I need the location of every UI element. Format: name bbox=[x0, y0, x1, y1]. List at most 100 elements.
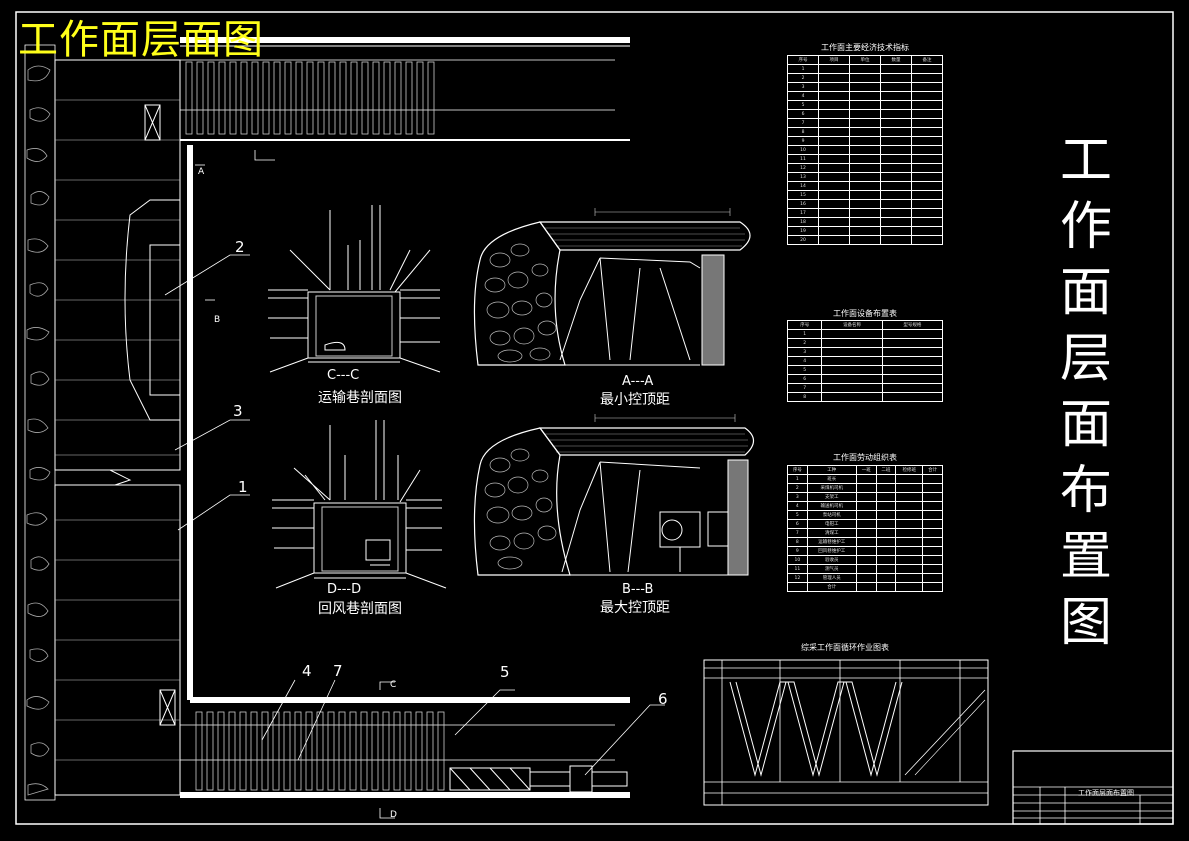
table-cell: 合计 bbox=[806, 582, 857, 592]
table-cell bbox=[911, 190, 943, 200]
table-cell: 管理人员 bbox=[806, 573, 857, 583]
table-cell: 12 bbox=[787, 163, 819, 173]
haulage-cut-label: C---C bbox=[327, 368, 360, 383]
table-cell bbox=[895, 510, 924, 520]
table-cell bbox=[922, 555, 943, 565]
cycle-chart-title: 综采工作面循环作业图表 bbox=[801, 643, 889, 652]
prop bbox=[350, 61, 358, 135]
prop bbox=[383, 61, 391, 135]
marker-a: A bbox=[198, 167, 205, 177]
table-header-cell: 一班 bbox=[855, 465, 877, 475]
table-row: 16 bbox=[787, 199, 943, 209]
table-cell bbox=[880, 136, 912, 146]
table-row: 9 bbox=[787, 136, 943, 146]
table-cell bbox=[881, 338, 944, 348]
table-cell: 17 bbox=[787, 208, 819, 218]
table-cell bbox=[849, 91, 881, 101]
table-header-cell: 合计 bbox=[922, 465, 943, 475]
table-cell bbox=[855, 537, 877, 547]
table-cell: 输送机司机 bbox=[806, 501, 857, 511]
table-cell bbox=[881, 383, 944, 393]
prop bbox=[306, 61, 314, 135]
table-cell bbox=[855, 501, 877, 511]
prop bbox=[239, 711, 247, 791]
table-cell bbox=[818, 181, 850, 191]
table-cell: 电钳工 bbox=[806, 519, 857, 529]
table-cell bbox=[880, 163, 912, 173]
vertical-title-char: 面 bbox=[1059, 395, 1112, 455]
table-cell bbox=[895, 519, 924, 529]
table-row: 2 bbox=[787, 73, 943, 83]
table-cell bbox=[911, 82, 943, 92]
table-row: 4 bbox=[786, 356, 944, 366]
table-row: 17 bbox=[787, 208, 943, 218]
prop bbox=[427, 61, 435, 135]
table-cell bbox=[895, 546, 924, 556]
table-row: 18 bbox=[787, 217, 943, 227]
table-cell bbox=[880, 91, 912, 101]
table-row: 4 bbox=[787, 91, 943, 101]
table-cell: 19 bbox=[787, 226, 819, 236]
table-cell bbox=[821, 365, 883, 375]
prop bbox=[250, 711, 258, 791]
prop bbox=[206, 711, 214, 791]
table-cell bbox=[818, 64, 850, 74]
table-cell bbox=[849, 118, 881, 128]
table-cell bbox=[855, 582, 877, 592]
table-cell bbox=[880, 100, 912, 110]
table-header-cell: 设备名称 bbox=[821, 320, 883, 330]
table-row: 19 bbox=[787, 226, 943, 236]
table-cell bbox=[922, 582, 943, 592]
callout-5: 5 bbox=[500, 663, 510, 681]
table-cell bbox=[849, 64, 881, 74]
prop bbox=[229, 61, 237, 135]
table-cell bbox=[875, 510, 897, 520]
table-cell bbox=[818, 136, 850, 146]
table-row: 3 bbox=[787, 82, 943, 92]
table-cell bbox=[855, 546, 877, 556]
table-row: 7 bbox=[787, 118, 943, 128]
table-cell bbox=[881, 347, 944, 357]
min-section-title: 最小控顶距 bbox=[600, 392, 670, 408]
table-cell bbox=[821, 392, 883, 402]
table-cell: 11 bbox=[787, 564, 808, 574]
equip-table-title: 工作面设备布置表 bbox=[833, 309, 897, 318]
prop bbox=[339, 61, 347, 135]
table-cell bbox=[849, 82, 881, 92]
table-cell bbox=[818, 172, 850, 182]
table-cell bbox=[849, 127, 881, 137]
prop bbox=[416, 61, 424, 135]
table-cell bbox=[880, 208, 912, 218]
table-row: 15 bbox=[787, 190, 943, 200]
return-section-title: 回风巷剖面图 bbox=[318, 601, 402, 617]
table-cell bbox=[855, 555, 877, 565]
prop bbox=[272, 711, 280, 791]
prop bbox=[404, 711, 412, 791]
table-header-cell: 检修班 bbox=[895, 465, 924, 475]
table-cell: 20 bbox=[787, 235, 819, 245]
table-cell bbox=[880, 64, 912, 74]
vertical-title-char: 层 bbox=[1059, 329, 1112, 389]
prop bbox=[240, 61, 248, 135]
table-cell bbox=[881, 392, 944, 402]
table-row: 8 bbox=[786, 392, 944, 402]
table-row: 20 bbox=[787, 235, 943, 245]
prop bbox=[273, 61, 281, 135]
table-cell bbox=[855, 510, 877, 520]
table-cell: 3 bbox=[787, 82, 819, 92]
callout-2: 2 bbox=[235, 238, 245, 256]
vertical-title-char: 面 bbox=[1059, 263, 1112, 323]
table-cell bbox=[880, 217, 912, 227]
table-cell bbox=[911, 145, 943, 155]
table-header-cell: 备注 bbox=[911, 55, 943, 65]
prop bbox=[185, 61, 193, 135]
